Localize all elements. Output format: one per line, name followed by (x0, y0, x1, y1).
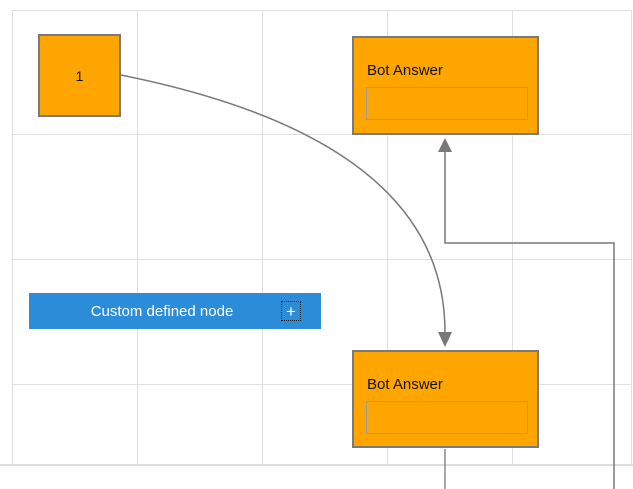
arrowhead-up-icon (438, 138, 452, 152)
bot-answer-bottom-field[interactable] (366, 401, 528, 434)
node-bot-answer-bottom[interactable]: Bot Answer (352, 350, 539, 448)
node-1[interactable]: 1 (38, 34, 121, 117)
node-1-label: 1 (75, 67, 84, 84)
bot-answer-top-label: Bot Answer (367, 62, 443, 79)
arrowhead-down-icon (438, 332, 452, 347)
connector-orthogonal[interactable] (444, 152, 615, 489)
node-bot-answer-top[interactable]: Bot Answer (352, 36, 539, 135)
bot-answer-bottom-label: Bot Answer (367, 376, 443, 393)
node-custom-defined[interactable]: Custom defined node + (29, 293, 321, 329)
connector-curve[interactable] (120, 74, 446, 333)
bot-answer-top-field[interactable] (366, 87, 528, 120)
plus-icon[interactable]: + (281, 301, 301, 321)
custom-node-label: Custom defined node (90, 302, 234, 320)
